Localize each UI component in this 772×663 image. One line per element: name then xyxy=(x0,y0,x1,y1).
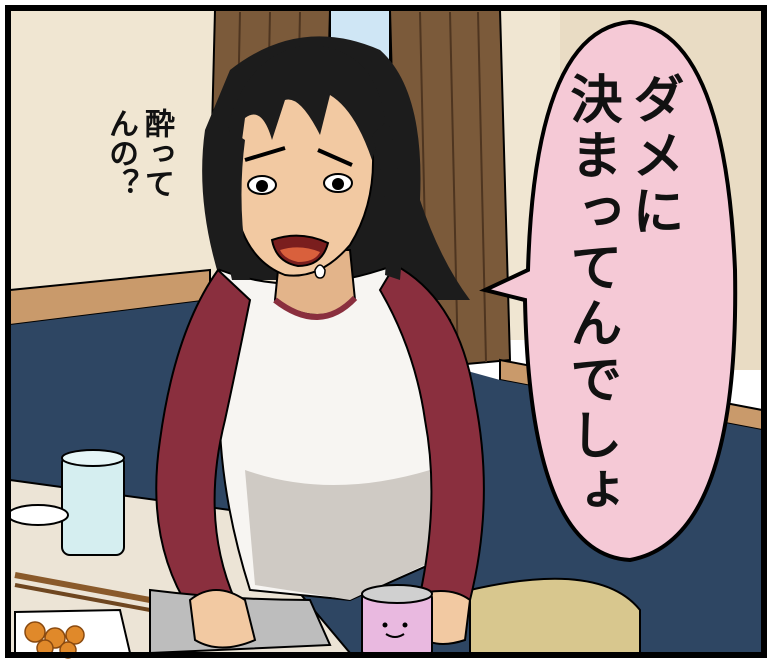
aside-line-2: んの？ xyxy=(103,108,138,198)
hair-bangs xyxy=(228,45,385,170)
chopsticks xyxy=(14,572,151,603)
sweat-drop xyxy=(314,264,326,279)
hand-left xyxy=(188,589,257,649)
speech-bubble xyxy=(479,19,738,563)
aside-text: 酔って んの？ xyxy=(102,108,174,308)
floor-cushion xyxy=(469,577,641,654)
fried-food xyxy=(24,621,85,659)
drink-can xyxy=(361,584,433,658)
speech-bubble-text: ダメに 決まってんでしょ xyxy=(560,72,684,572)
glass xyxy=(61,454,125,556)
speech-line-1: ダメに xyxy=(623,72,683,240)
speech-line-2: 決まってんでしょ xyxy=(561,72,621,520)
aside-line-1: 酔って xyxy=(139,108,174,198)
panel-border xyxy=(5,5,767,658)
small-plate xyxy=(7,504,69,526)
